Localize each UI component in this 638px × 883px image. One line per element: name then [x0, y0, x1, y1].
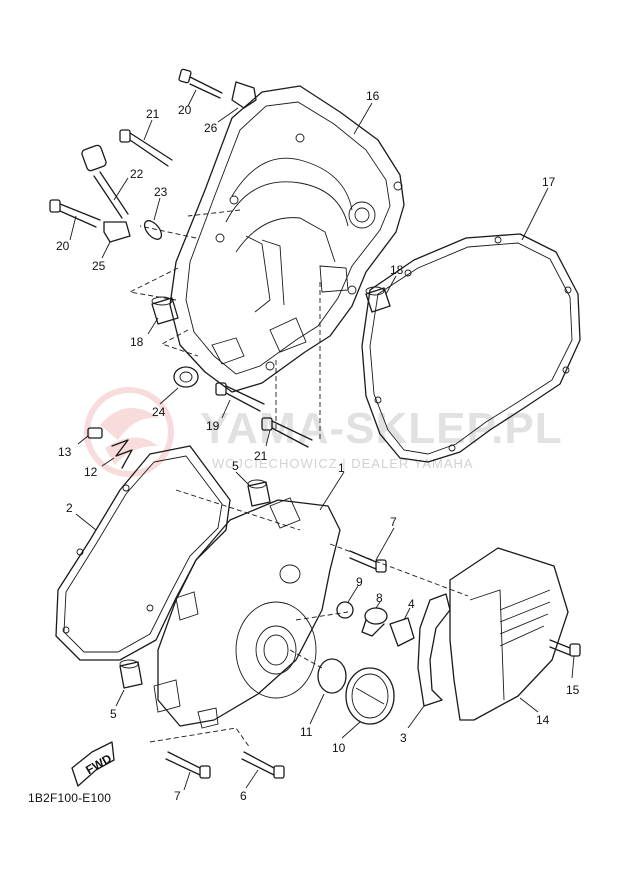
- plug-8: [361, 607, 388, 637]
- gasket-2: [55, 445, 231, 661]
- collar-5-upper: [247, 479, 271, 507]
- callout-18: 18: [130, 335, 144, 349]
- callout-26: 26: [204, 121, 218, 135]
- bolt-20-upper: [178, 68, 223, 99]
- crankcase-cover-1: [153, 497, 341, 729]
- bolt-15: [549, 639, 581, 657]
- dowel-18-left: [151, 296, 179, 325]
- callout-19: 19: [206, 419, 220, 433]
- oil-seal-24: [173, 366, 199, 388]
- callout-22: 22: [130, 167, 144, 181]
- dipstick-22: [81, 144, 129, 219]
- callout-13: 13: [58, 445, 72, 459]
- callout-18: 18: [390, 263, 404, 277]
- o-ring-23: [143, 220, 163, 240]
- bolt-21-upper: [119, 129, 173, 167]
- collar-5-lower: [119, 659, 143, 689]
- callout-12: 12: [84, 465, 98, 479]
- callout-8: 8: [376, 591, 383, 605]
- bolt-6: [241, 751, 285, 779]
- callout-24: 24: [152, 405, 166, 419]
- bolt-20-lower: [49, 199, 101, 228]
- diagram-code: 1B2F100-E100: [28, 791, 112, 805]
- bolt-7-lower: [165, 751, 211, 779]
- callout-10: 10: [332, 741, 346, 755]
- cap-10: [345, 667, 395, 725]
- callout-25: 25: [92, 259, 106, 273]
- callout-11: 11: [300, 725, 313, 739]
- callout-16: 16: [366, 89, 380, 103]
- cover-14: [449, 547, 569, 721]
- spring-12: [111, 439, 133, 469]
- callout-5: 5: [232, 459, 239, 473]
- callout-4: 4: [408, 597, 415, 611]
- o-ring-11: [317, 658, 347, 694]
- callout-7: 7: [390, 515, 397, 529]
- callout-14: 14: [536, 713, 550, 727]
- callout-2: 2: [66, 501, 73, 515]
- bolt-21-lower: [261, 417, 313, 448]
- callout-20: 20: [56, 239, 70, 253]
- grommet-4: [389, 617, 415, 647]
- callout-21: 21: [146, 107, 160, 121]
- callout-9: 9: [356, 575, 363, 589]
- callout-3: 3: [400, 731, 407, 745]
- callout-23: 23: [154, 185, 168, 199]
- screw-13: [87, 427, 103, 439]
- clamp-26: [231, 81, 257, 109]
- clamp-25: [103, 221, 131, 243]
- callout-21: 21: [254, 449, 268, 463]
- watermark-subtitle: WOJCIECHOWICZ | DEALER YAMAHA: [212, 456, 474, 471]
- crankcase-cover-16: [169, 85, 405, 393]
- callout-15: 15: [566, 683, 580, 697]
- o-ring-9: [336, 601, 354, 619]
- callout-17: 17: [542, 175, 556, 189]
- watermark-logo: [84, 387, 174, 477]
- callout-20: 20: [178, 103, 192, 117]
- callout-1: 1: [338, 461, 345, 475]
- callout-7: 7: [174, 789, 181, 803]
- gasket-17: [361, 233, 581, 463]
- bolt-19: [215, 382, 265, 412]
- callout-5: 5: [110, 707, 117, 721]
- callout-6: 6: [240, 789, 247, 803]
- fwd-arrow-icon: FWD: [71, 741, 115, 787]
- bracket-3: [417, 593, 451, 707]
- bolt-7-upper: [349, 550, 387, 573]
